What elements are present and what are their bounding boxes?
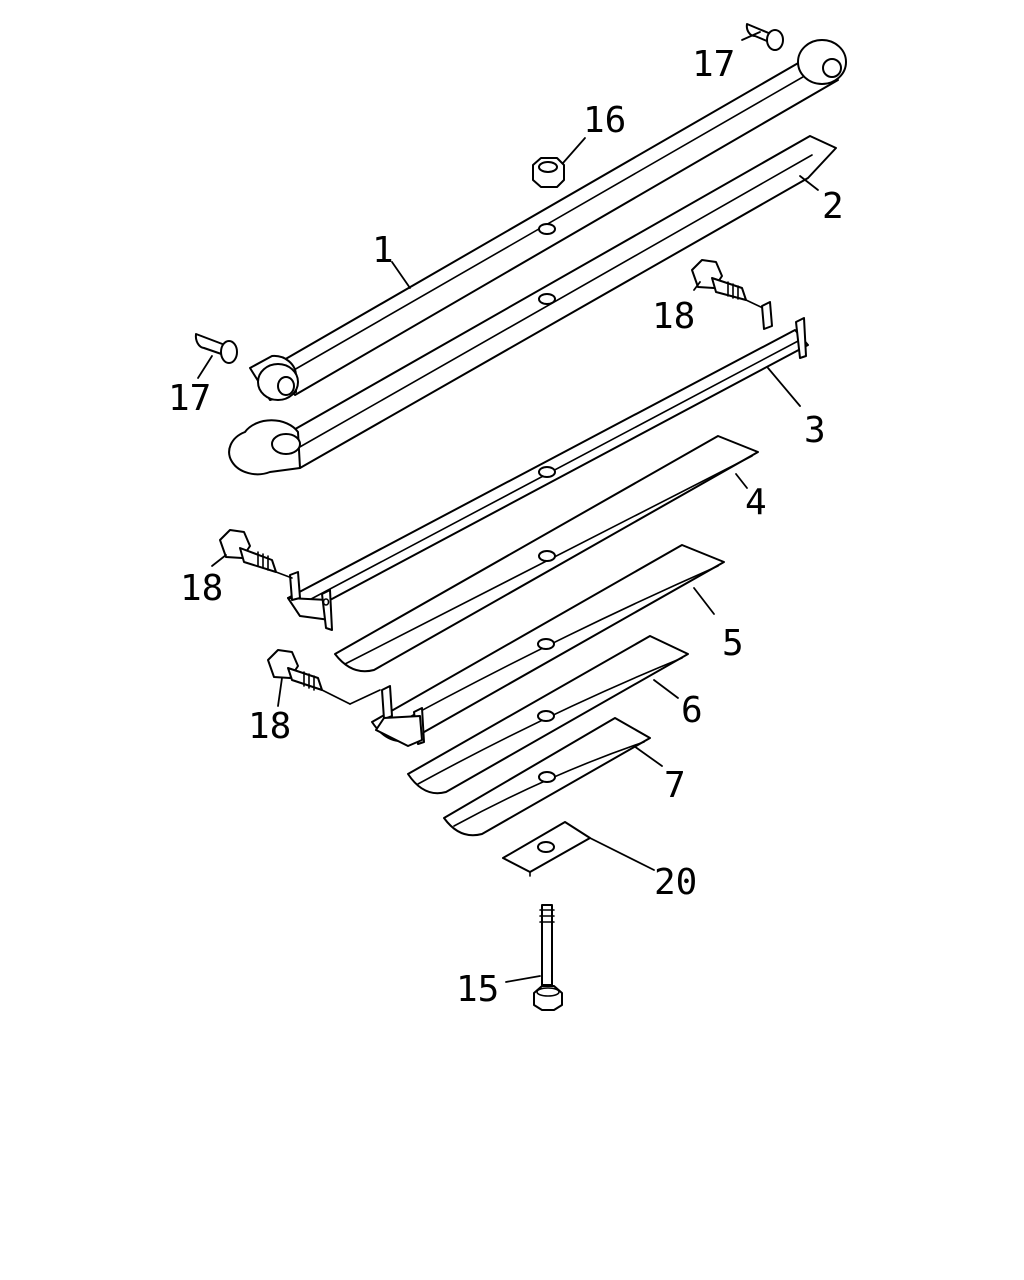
part-15-center-bolt	[533, 904, 563, 1011]
part-18-bolt-lower	[267, 649, 425, 747]
part-1-main-leaf	[249, 39, 847, 401]
callout-5: 5	[722, 623, 744, 664]
callout-16: 16	[583, 100, 626, 141]
callout-17-top: 17	[692, 44, 735, 85]
part-16-nut	[532, 157, 565, 188]
callout-7: 7	[664, 765, 686, 806]
callout-18-lower: 18	[248, 706, 291, 747]
callout-labels: 1 2 3 4 5 6 7 20 15 16 17 17 18 18 18	[168, 44, 844, 1010]
part-2-second-leaf	[228, 135, 837, 476]
leader-lines	[197, 31, 819, 983]
callout-1: 1	[372, 230, 394, 271]
part-17-bushing-top	[745, 23, 784, 51]
callout-18-middle: 18	[180, 568, 223, 609]
callout-17-left: 17	[168, 378, 211, 419]
callout-18-top: 18	[652, 296, 695, 337]
callout-15: 15	[456, 969, 499, 1010]
part-7-leaf	[443, 717, 651, 837]
part-3-clip-leaf	[287, 301, 809, 631]
callout-6: 6	[681, 690, 703, 731]
part-18-bolt-top	[691, 259, 764, 309]
part-20-plate	[502, 821, 591, 877]
part-18-bolt-middle	[219, 529, 293, 579]
callout-2: 2	[822, 186, 844, 227]
callout-20: 20	[654, 862, 697, 903]
part-17-bushing-left	[194, 333, 238, 364]
callout-3: 3	[804, 410, 826, 451]
part-6-leaf	[407, 635, 689, 795]
callout-4: 4	[745, 482, 767, 523]
part-4-leaf	[334, 435, 759, 673]
